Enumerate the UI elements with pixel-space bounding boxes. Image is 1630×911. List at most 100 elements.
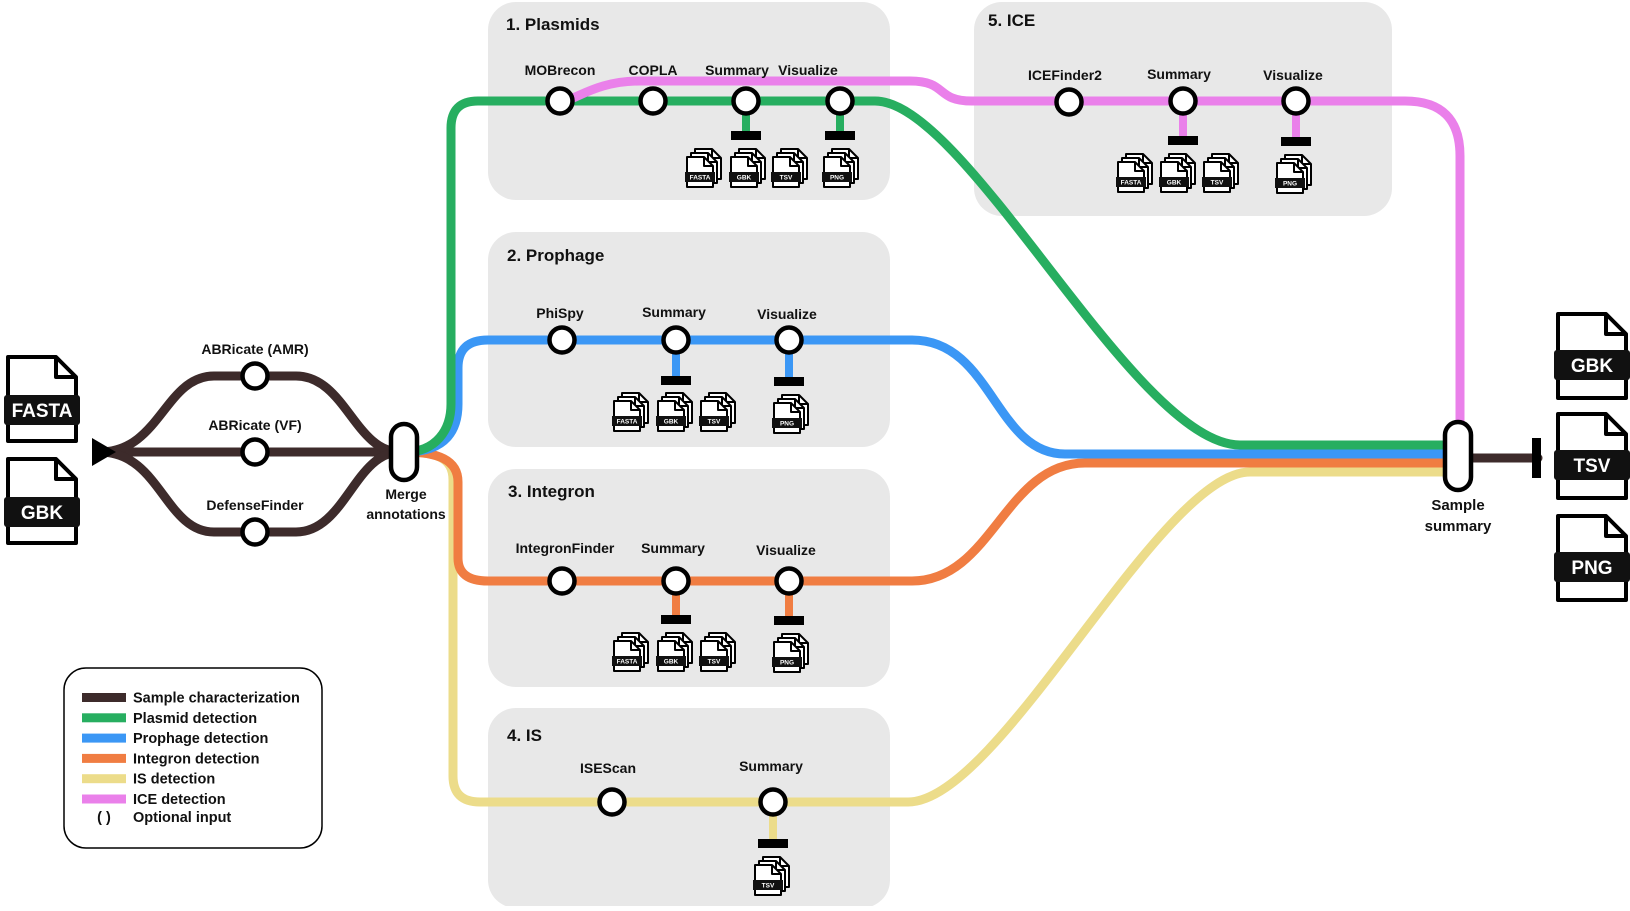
file-plasmid-tsv-label: TSV [780,175,793,182]
panel-ice-title: 5. ICE [988,11,1035,30]
step-abricate-vf-label: ABRicate (VF) [208,417,301,433]
node-integronfinder [547,566,577,596]
stub-is-summary-bar [758,839,788,848]
input-file-fasta-label: FASTA [12,401,73,422]
stub-ice-summary-bar [1168,136,1198,145]
line-prophage [400,335,1457,459]
node-integron-visualize [774,566,804,596]
stub-prophage-summary-bar [661,376,691,385]
file-integron-gbk: GBK [656,632,693,672]
file-plasmid-gbk-label: GBK [737,175,752,182]
file-prophage-fasta-label: FASTA [617,419,638,426]
output-file-gbk-label: GBK [1571,356,1614,377]
node-plasmid-summary [731,86,761,116]
merge-label-line1: Merge [385,486,426,502]
panel-integron-title: 3. Integron [508,482,595,501]
line-ice [557,76,1465,453]
node-abricate-vf [240,437,270,467]
file-integron-png-label: PNG [780,660,794,667]
node-icefinder2 [1054,87,1084,117]
file-prophage-tsv: TSV [699,392,736,432]
file-is-tsv: TSV [753,856,790,896]
node-phispy [547,325,577,355]
file-prophage-png-label: PNG [780,421,794,428]
step-plasmid-visualize-label: Visualize [778,62,838,78]
file-ice-gbk-label: GBK [1167,180,1182,187]
legend-swatch-4 [82,774,126,784]
node-abricate-amr [240,361,270,391]
step-phispy-label: PhiSpy [536,305,584,321]
file-plasmid-fasta: FASTA [685,148,722,188]
file-plasmid-fasta-label: FASTA [690,175,711,182]
step-isescan-label: ISEScan [580,760,636,776]
file-plasmid-gbk: GBK [729,148,766,188]
step-defensefinder-label: DefenseFinder [206,497,304,513]
step-plasmid-summary-label: Summary [705,62,769,78]
bars-layer [661,131,1311,848]
legend-label-1: Plasmid detection [133,711,257,727]
legend-swatch-3 [82,753,126,763]
step-ice-visualize-label: Visualize [1263,67,1323,83]
nodes-layer [240,86,1311,817]
node-integron-summary [661,566,691,596]
stub-integron-visualize-bar [774,616,804,625]
panels-layer [488,2,1392,908]
stub-plasmid-summary-bar [731,131,761,140]
merge-node [388,421,420,483]
legend-swatch-5 [82,794,126,804]
file-plasmid-png: PNG [822,148,859,188]
file-prophage-png: PNG [772,394,809,434]
legend-label-2: Prophage detection [133,731,268,747]
sample-summary-node [1442,419,1474,493]
stub-integron-summary-bar [661,615,691,624]
panel-prophage-title: 2. Prophage [507,246,604,265]
file-integron-gbk-label: GBK [664,659,679,666]
output-file-tsv-label: TSV [1574,456,1611,477]
file-ice-png-label: PNG [1283,181,1297,188]
file-ice-tsv-label: TSV [1211,180,1224,187]
file-ice-gbk: GBK [1159,153,1196,193]
input-file-gbk-icon: GBK [4,457,80,545]
step-abricate-amr-label: ABRicate (AMR) [201,341,308,357]
output-file-gbk-icon: GBK [1554,312,1630,400]
legend-box [63,667,323,849]
node-ice-summary [1168,86,1198,116]
big-files-layer: FASTA GBK GBK TSV PNG [4,312,1630,602]
sample-summary-label-line1: Sample [1431,497,1484,514]
legend-optional-label: Optional input [133,810,231,826]
node-prophage-summary [661,325,691,355]
sample-summary-label-line2: summary [1425,518,1492,535]
file-prophage-tsv-label: TSV [708,419,721,426]
line-plasmid [400,96,1457,457]
input-file-gbk-label: GBK [21,503,64,524]
file-ice-png: PNG [1275,154,1312,194]
file-prophage-fasta: FASTA [612,392,649,432]
pills-layer [388,419,1474,493]
file-prophage-gbk-label: GBK [664,419,679,426]
file-plasmid-png-label: PNG [830,175,844,182]
file-integron-png: PNG [772,633,809,673]
file-plasmid-tsv: TSV [771,148,808,188]
node-copla [638,86,668,116]
output-terminator [1532,438,1541,478]
input-arrow-icon [92,438,116,466]
step-ice-summary-label: Summary [1147,66,1211,82]
step-is-summary-label: Summary [739,758,803,774]
step-integronfinder-label: IntegronFinder [516,540,615,556]
output-file-png-label: PNG [1571,558,1612,579]
legend-swatch-1 [82,713,126,723]
file-ice-fasta: FASTA [1116,153,1153,193]
files-layer: FASTA GBK TSV PNG FASTA GBK TSV PNG FASTA GBK TSV P… [612,148,1312,896]
legend-swatch-0 [82,693,126,702]
line-integron [400,447,1457,586]
step-mobrecon-label: MOBrecon [525,62,596,78]
output-file-png-icon: PNG [1554,514,1630,602]
file-integron-tsv-label: TSV [708,659,721,666]
legend-swatch-2 [82,733,126,743]
stub-plasmid-visualize-bar [825,131,855,140]
node-ice-visualize [1281,86,1311,116]
panel-is-bg [488,708,890,908]
